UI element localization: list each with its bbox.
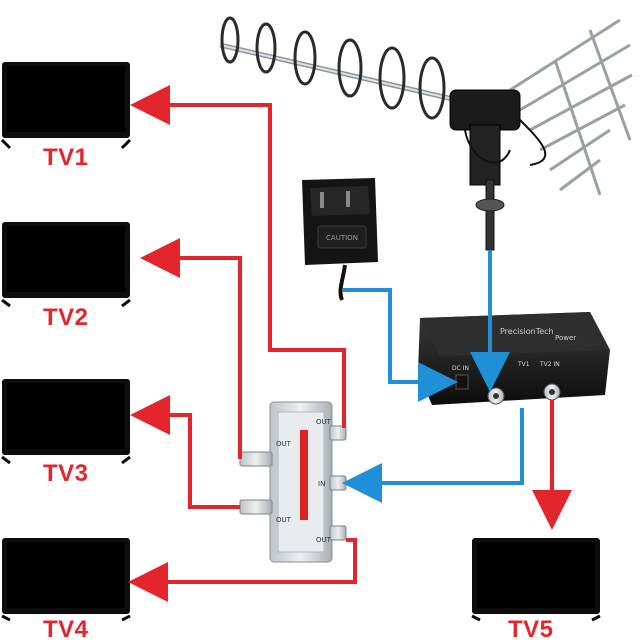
splitter-port-out-1: OUT (316, 418, 332, 426)
tv-3 (1, 379, 131, 465)
antenna-icon (219, 16, 633, 251)
svg-text:PrecisionTech: PrecisionTech (500, 327, 554, 336)
adapter-to-box-line (343, 288, 458, 402)
red-cables (128, 85, 572, 602)
splitter-to-tv2-line (140, 238, 242, 459)
splitter-to-tv3-line (130, 395, 240, 509)
tv-1 (0, 62, 132, 150)
tv-2 (1, 222, 131, 308)
box-port-tv2in: TV2 IN (539, 361, 560, 368)
power-adapter-icon: CAUTION (302, 178, 378, 301)
tv-4 (1, 538, 131, 622)
splitter-port-out-4: OUT (316, 536, 332, 544)
box-to-splitter-line (342, 408, 524, 503)
splitter-port-in: IN (318, 480, 325, 488)
tv4-label: TV4 (43, 616, 89, 643)
splitter-port-out-3: OUT (276, 516, 292, 524)
tv-5 (471, 538, 601, 622)
tv3-label: TV3 (43, 460, 89, 487)
box-port-tv1: TV1 (517, 361, 530, 368)
tv5-label: TV5 (508, 616, 554, 643)
tv1-label: TV1 (43, 144, 89, 171)
blue-cables (342, 250, 524, 503)
splitter-icon: OUT OUT IN OUT OUT (239, 401, 347, 563)
splitter-to-tv4-line (128, 538, 357, 602)
box-power-label: Power (555, 334, 576, 342)
box-port-dcin: DC IN (452, 365, 469, 372)
splitter-to-tv1-line (130, 85, 346, 428)
tv2-label: TV2 (43, 304, 89, 331)
amplifier-box-icon: PrecisionTech Power DC IN TV1 TV2 IN (418, 312, 610, 405)
adapter-caution-text: CAUTION (326, 234, 358, 242)
splitter-port-out-2: OUT (276, 440, 292, 448)
